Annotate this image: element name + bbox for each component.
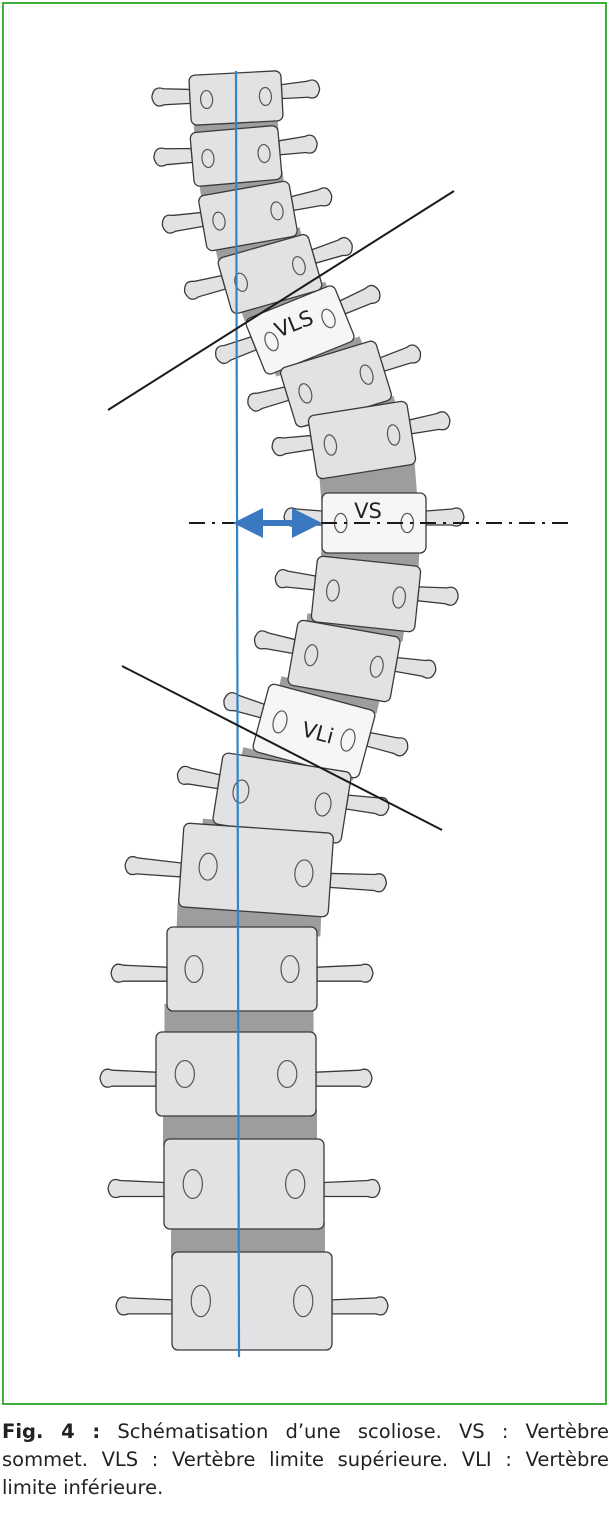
transverse-process <box>107 1178 165 1199</box>
figure-caption: Fig. 4 : Schématisation d’une scoliose. … <box>2 1418 609 1502</box>
transverse-process <box>331 1296 389 1316</box>
vertebra <box>110 926 374 1012</box>
vertebra-body <box>198 180 298 252</box>
figure-label: Fig. 4 : <box>2 1420 101 1443</box>
vertebra-body <box>307 400 417 480</box>
pedicle-oval <box>386 424 401 446</box>
pedicle-oval <box>277 1059 298 1089</box>
vertebra <box>161 180 333 252</box>
pedicle-oval <box>258 86 273 107</box>
upper-tangent-line <box>107 190 455 411</box>
transverse-process <box>153 147 194 167</box>
transverse-process <box>290 187 333 212</box>
caption-text: Schématisation d’une scoliose. VS : Vert… <box>2 1420 609 1499</box>
pedicle-oval <box>392 586 407 609</box>
transverse-process <box>271 434 314 457</box>
pedicle-oval <box>321 308 336 329</box>
transverse-process <box>183 274 227 300</box>
pedicle-oval <box>190 1284 211 1318</box>
plumb-line <box>234 70 241 1358</box>
transverse-process <box>278 134 318 156</box>
pedicle-oval <box>340 728 356 752</box>
pedicle-oval <box>304 644 319 667</box>
scoliosis-diagram: VLS VS VLi <box>99 70 569 1358</box>
pedicle-oval <box>174 1059 195 1089</box>
pedicle-oval <box>292 256 306 276</box>
transverse-process <box>99 1068 157 1088</box>
transverse-process <box>274 569 317 591</box>
pedicle-oval <box>270 201 284 221</box>
pedicle-oval <box>280 954 300 984</box>
pedicle-oval <box>198 852 218 881</box>
pedicle-oval <box>293 1284 314 1318</box>
spine-column <box>99 70 465 1351</box>
transverse-process <box>223 692 266 719</box>
pedicle-oval <box>272 710 288 734</box>
transverse-process <box>151 87 191 107</box>
vertebra <box>274 555 459 633</box>
vertebra <box>115 1251 389 1351</box>
vertebra-body <box>163 1138 325 1230</box>
vertebra-body <box>287 619 401 703</box>
vertebra <box>271 400 451 480</box>
transverse-process <box>124 855 183 878</box>
transverse-process <box>316 963 374 983</box>
pedicle-oval <box>323 434 338 456</box>
transverse-process <box>416 586 459 606</box>
transverse-process <box>110 963 168 983</box>
transverse-process <box>345 794 390 817</box>
transverse-process <box>408 411 451 435</box>
vertebra-body <box>155 1031 317 1117</box>
transverse-process <box>247 386 290 412</box>
transverse-process <box>425 507 465 527</box>
vertebra-body <box>310 555 422 633</box>
transverse-process <box>176 765 221 790</box>
vertebra <box>124 822 388 918</box>
vertebra <box>99 1031 373 1117</box>
transverse-process <box>311 236 353 264</box>
transverse-process <box>161 211 204 234</box>
pedicle-oval <box>369 655 384 678</box>
transverse-process <box>115 1296 173 1316</box>
transverse-process <box>339 284 381 315</box>
pedicle-oval <box>359 364 374 385</box>
vertebra <box>183 233 353 315</box>
pedicle-oval <box>184 954 204 984</box>
transverse-process <box>329 872 388 893</box>
lower-tangent-line <box>121 665 443 831</box>
vs-label: VS <box>354 499 382 523</box>
figure-frame: VLS VS VLi <box>2 2 607 1405</box>
vertebra <box>107 1138 381 1230</box>
transverse-process <box>366 731 409 757</box>
pedicle-oval <box>234 272 248 292</box>
pedicle-oval <box>298 383 313 404</box>
pedicle-oval <box>201 148 215 169</box>
transverse-process <box>379 344 422 372</box>
pedicle-oval <box>212 211 226 231</box>
vertebra <box>215 284 381 375</box>
vertebra-body <box>171 1251 333 1351</box>
transverse-process <box>280 79 321 100</box>
transverse-process <box>315 1068 373 1088</box>
transverse-process <box>394 656 437 679</box>
pedicle-oval <box>314 792 332 817</box>
pedicle-oval <box>285 1168 306 1199</box>
highlighted-vertebra-body <box>245 285 355 375</box>
vertebra <box>247 340 422 428</box>
pedicle-oval <box>264 331 279 352</box>
transverse-process <box>253 630 296 655</box>
transverse-process <box>323 1178 381 1199</box>
vertebra-body <box>178 822 334 918</box>
pedicle-oval <box>232 779 250 804</box>
vertebra <box>176 752 390 844</box>
pedicle-oval <box>294 859 314 888</box>
pedicle-oval <box>257 143 271 164</box>
pedicle-oval <box>325 579 340 602</box>
pedicle-oval <box>182 1168 203 1199</box>
vertebra <box>223 683 409 779</box>
vertebra-body <box>166 926 318 1012</box>
pedicle-oval <box>199 89 214 110</box>
vertebra <box>253 619 437 703</box>
